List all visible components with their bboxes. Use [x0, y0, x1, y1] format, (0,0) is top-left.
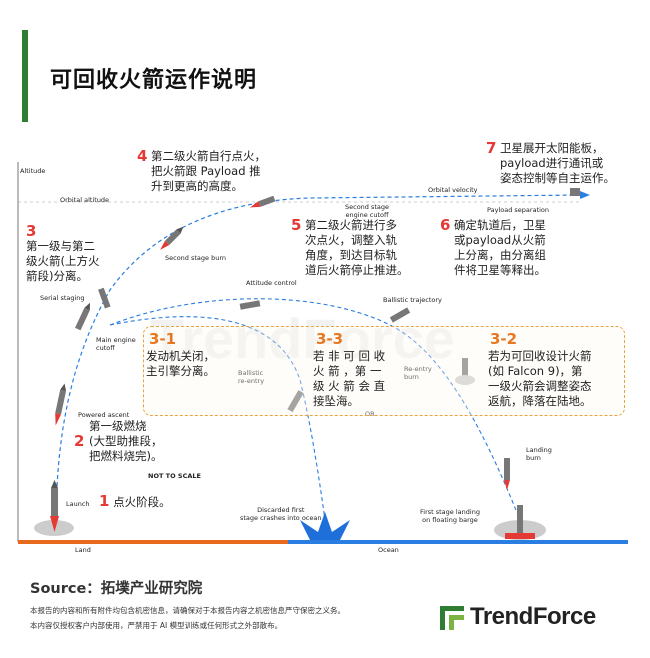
payload-satellite — [570, 188, 580, 196]
watermark: TrendForce — [150, 307, 455, 370]
label-or: OR — [365, 410, 375, 418]
branch-3-2-text: 若为可回收设计火箭 (如 Falcon 9)，第 一级火箭会调整姿态 返航，降落… — [488, 349, 592, 408]
disclaimer-line-2: 本内容仅授权客户内部使用，严禁用于 AI 模型训练或任何形式之外部散布。 — [30, 621, 283, 630]
branch-3-3-number: 3-3 — [316, 330, 344, 348]
step-6-text: 确定轨道后，卫星 或payload从火箭 上分离，由分离组 件将卫星等释出。 — [454, 218, 546, 277]
label-second-stage-cutoff: Second stage engine cutoff — [345, 203, 390, 219]
ascent-trajectory — [55, 194, 581, 536]
orbit-arrowhead — [580, 191, 590, 199]
rocket-separated-stage — [98, 287, 111, 309]
step-6: 6 确定轨道后，卫星 或payload从火箭 上分离，由分离组 件将卫星等释出。 — [440, 216, 546, 278]
label-ocean: Ocean — [378, 546, 399, 554]
rocket-reentry-burn — [455, 358, 475, 385]
rocket-second-stage-burn — [160, 226, 184, 250]
branch-3-1-text: 发动机关闭， 主引擎分离。 — [146, 349, 215, 378]
step-3: 3 第一级与第二 级火箭(上方火 箭段)分离。 — [26, 224, 100, 284]
label-orbital-velocity: Orbital velocity — [428, 186, 478, 194]
step-4-text: 第二级火箭自行点火， 把火箭跟 Payload 推 升到更高的高度。 — [151, 149, 266, 193]
step-7-text: 卫星展开太阳能板， payload进行通讯或 姿态控制等自主运作。 — [500, 141, 615, 185]
step-2: 2 第一级燃烧 (大型助推段， 把燃料烧完)。 — [74, 419, 163, 465]
rocket-launch — [34, 480, 74, 536]
page-title: 可回收火箭运作说明 — [50, 68, 258, 93]
label-orbital-altitude: Orbital altitude — [60, 196, 110, 204]
step-3-text: 第一级与第二 级火箭(上方火 箭段)分离。 — [26, 239, 100, 283]
label-payload-separation: Payload separation — [487, 206, 550, 214]
label-landing-burn: Landing burn — [526, 446, 552, 462]
step-5: 5 第二级火箭进行多 次点火，调整入轨 角度，到达目标轨 道后火箭停止推进。 — [291, 216, 409, 278]
label-second-stage-burn: Second stage burn — [165, 254, 227, 262]
step-6-number: 6 — [440, 216, 451, 234]
rocket-second-stage-high — [249, 195, 276, 208]
rocket-landed-barge — [494, 505, 546, 540]
rocket-diagram — [17, 162, 628, 544]
label-attitude-control: Attitude control — [246, 279, 297, 287]
title-accent-bar — [22, 30, 28, 122]
label-powered-ascent: Powered ascent — [78, 411, 130, 419]
label-serial-staging: Serial staging — [40, 294, 85, 302]
label-main-engine-cutoff: Main engine cutoff — [96, 336, 136, 352]
branch-3-3-text: 若 非 可 回 收 火 箭 ，第 一 级 火 箭 会 直 接坠海。 — [313, 349, 386, 408]
discard-trajectory-line — [109, 316, 326, 521]
label-altitude: Altitude — [20, 167, 46, 175]
step-1-text: 点火阶段。 — [113, 495, 171, 509]
step-4-number: 4 — [137, 147, 148, 165]
rocket-powered-ascent — [55, 383, 67, 426]
step-5-number: 5 — [291, 216, 302, 234]
step-4: 4 第二级火箭自行点火， 把火箭跟 Payload 推 升到更高的高度。 — [137, 147, 266, 194]
label-discarded-first-stage: Discarded first stage crashes into ocean — [240, 506, 322, 522]
label-launch: Launch — [66, 500, 90, 508]
branch-box — [143, 326, 625, 416]
step-7-number: 7 — [486, 139, 497, 157]
ocean-splash — [300, 512, 350, 540]
rocket-ballistic — [389, 307, 411, 323]
label-not-to-scale: NOT TO SCALE — [148, 472, 201, 480]
step-1: 1 点火阶段。 — [99, 494, 171, 510]
step-7: 7 卫星展开太阳能板， payload进行通讯或 姿态控制等自主运作。 — [486, 139, 615, 186]
label-ballistic-reentry: Ballistic re-entry — [238, 369, 265, 385]
step-5-text: 第二级火箭进行多 次点火，调整入轨 角度，到达目标轨 道后火箭停止推进。 — [305, 218, 409, 277]
rocket-main-cutoff — [75, 302, 91, 331]
ocean-surface — [288, 540, 628, 544]
trendforce-logo-icon — [440, 606, 464, 630]
disclaimer-line-1: 本报告的内容和所有附件均包含机密信息，请确保对于本报告内容之机密信息严守保密之义… — [30, 606, 345, 615]
land-ground — [18, 540, 288, 544]
ballistic-trajectory-line — [109, 298, 521, 521]
rocket-attitude-control — [239, 300, 261, 310]
branch-3-1-number: 3-1 — [149, 330, 177, 348]
source-label: Source：拓墣产业研究院 — [30, 581, 203, 597]
label-land: Land — [75, 546, 91, 554]
branch-3-2-number: 3-2 — [490, 330, 518, 348]
label-ballistic-trajectory: Ballistic trajectory — [383, 296, 442, 304]
step-2-text: 第一级燃烧 (大型助推段， 把燃料烧完)。 — [89, 419, 163, 463]
rocket-landing-burn — [504, 458, 510, 490]
label-first-stage-landing: First stage landing on floating barge — [420, 508, 480, 524]
rocket-discard-falling — [287, 390, 304, 413]
trendforce-logo-text: TrendForce — [470, 603, 596, 630]
label-reentry-burn: Re-entry burn — [404, 365, 432, 381]
step-2-number: 2 — [74, 432, 85, 450]
step-1-number: 1 — [99, 492, 110, 510]
step-3-number: 3 — [26, 222, 37, 240]
